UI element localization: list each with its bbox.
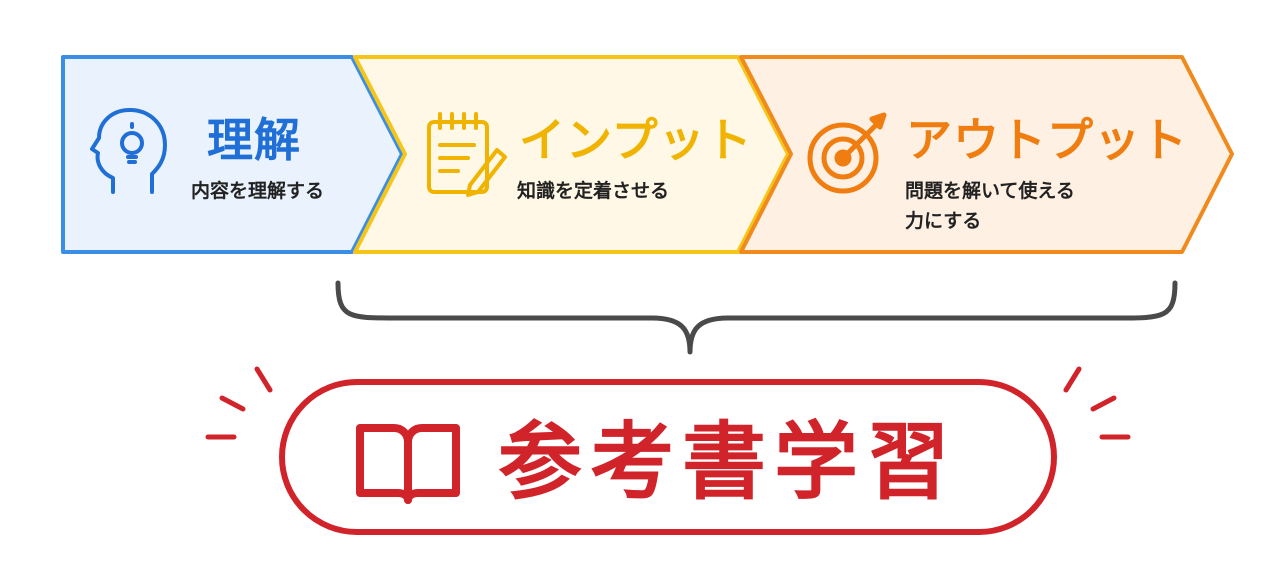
step-understand-title: 理解 [207,113,301,167]
step-output-description-line: 力にする [905,210,982,232]
step-output-description: 問題を解いて使える 力にする [905,176,1075,236]
step-understand-chevron [61,55,404,254]
emphasis-lines-right [1063,366,1131,440]
curly-brace-connector [335,280,1178,355]
result-label: 参考書学習 [498,413,959,511]
step-input-title: インプット [519,113,753,167]
step-input-chevron [353,55,790,254]
emphasis-lines-left [205,366,273,440]
head-lightbulb-icon [90,108,167,194]
notepad-pencil-icon [427,112,507,197]
step-understand-description: 内容を理解する [191,180,325,202]
step-output-description-line: 問題を解いて使える [905,180,1075,202]
step-output-title: アウトプット [906,113,1188,167]
target-arrow-icon [807,112,887,194]
step-output-chevron [739,55,1234,254]
step-input-description: 知識を定着させる [517,180,670,202]
result-pill [279,379,1057,535]
open-book-icon [356,424,460,504]
